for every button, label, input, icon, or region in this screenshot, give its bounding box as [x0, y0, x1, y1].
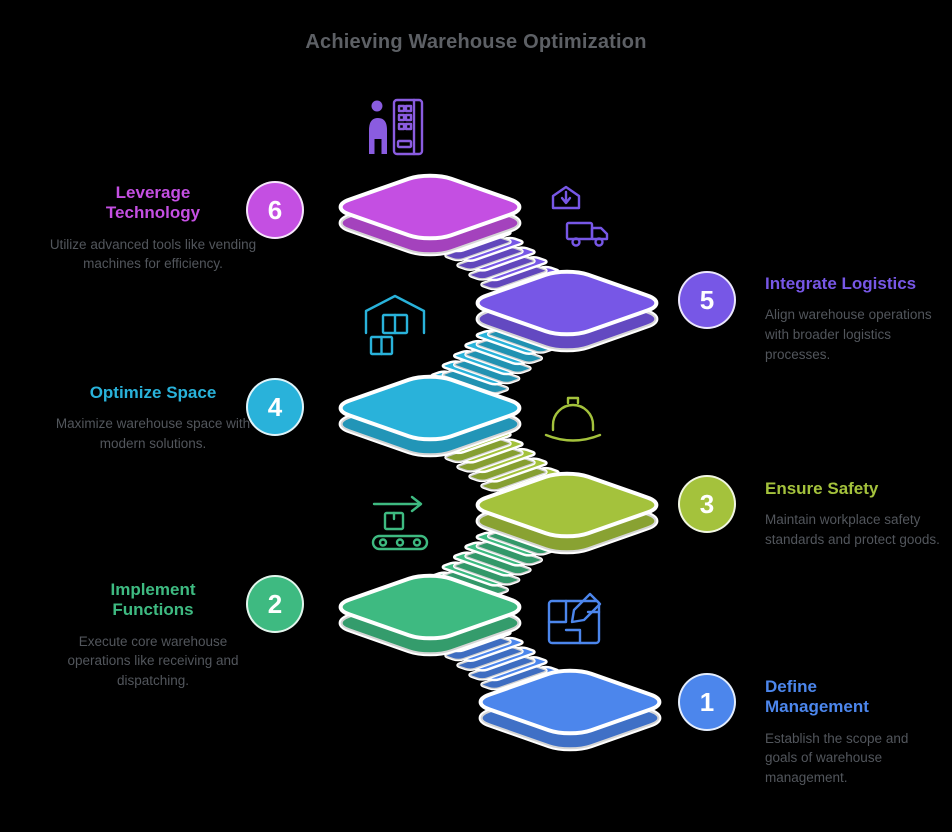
step-block-2: Implement Functions Execute core warehou… [46, 580, 260, 690]
step-heading-2: Implement Functions [110, 580, 196, 620]
step-number-badge-6: 6 [246, 181, 304, 239]
step-number-badge-1: 1 [678, 673, 736, 731]
delivery-house-truck-icon [551, 185, 609, 247]
hard-hat-icon [544, 396, 602, 442]
blueprint-pencil-icon [547, 592, 602, 645]
platform-6 [328, 171, 532, 258]
step-heading-3: Ensure Safety [765, 479, 879, 498]
step-heading-4: Optimize Space [89, 383, 217, 402]
step-description-1: Establish the scope and goals of warehou… [765, 730, 909, 785]
platform-1 [468, 666, 672, 753]
step-block-6: Leverage Technology Utilize advanced too… [46, 183, 260, 274]
platform-3 [465, 469, 669, 556]
step-block-4: Optimize Space Maximize warehouse space … [46, 383, 260, 454]
step-block-5: Integrate Logistics Align warehouse oper… [765, 274, 943, 364]
platform-2 [328, 571, 532, 658]
step-number-badge-2: 2 [246, 575, 304, 633]
platform-5 [465, 267, 669, 354]
step-block-3: Ensure Safety Maintain workplace safety … [765, 479, 943, 550]
step-description-6: Utilize advanced tools like vending mach… [49, 236, 257, 272]
platform-4 [328, 372, 532, 459]
step-heading-5: Integrate Logistics [765, 274, 917, 293]
step-heading-1: Define Management [765, 677, 869, 717]
step-description-5: Align warehouse operations with broader … [765, 307, 932, 362]
step-description-2: Execute core warehouse operations like r… [67, 633, 239, 688]
step-heading-6: Leverage Technology [105, 183, 201, 223]
step-number-badge-3: 3 [678, 475, 736, 533]
page-title: Achieving Warehouse Optimization [305, 31, 647, 54]
step-description-4: Maximize warehouse space with modern sol… [55, 416, 251, 451]
step-number-badge-4: 4 [246, 378, 304, 436]
conveyor-arrow-icon [371, 495, 429, 551]
step-block-1: Define Management Establish the scope an… [765, 677, 943, 787]
step-number-badge-5: 5 [678, 271, 736, 329]
person-vending-machine-icon [369, 98, 424, 156]
step-description-3: Maintain workplace safety standards and … [765, 512, 940, 547]
warehouse-storage-icon [364, 294, 426, 356]
